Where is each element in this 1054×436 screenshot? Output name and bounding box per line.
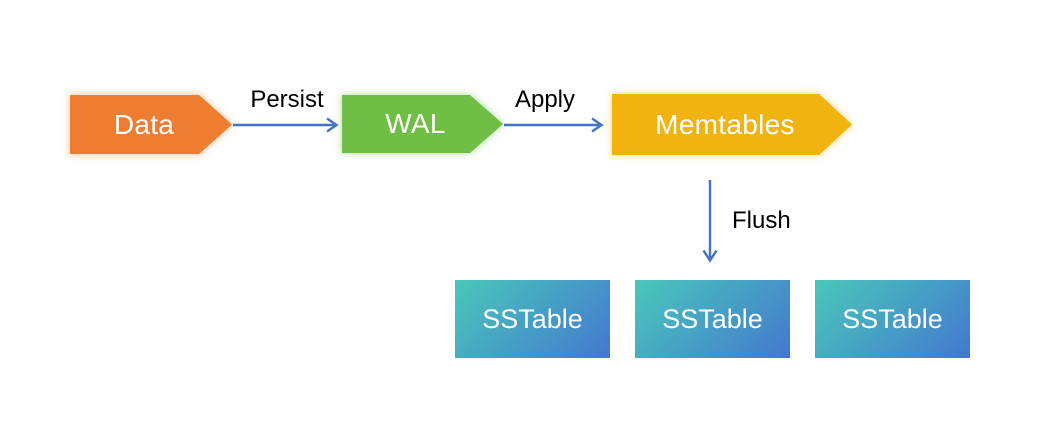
node-data-shape: Data xyxy=(70,95,232,154)
apply-arrow xyxy=(504,117,604,133)
sstable-box-2-label: SSTable xyxy=(662,303,763,334)
node-memtables-label: Memtables xyxy=(655,108,795,140)
node-wal-label: WAL xyxy=(385,108,446,139)
node-memtables: Memtables xyxy=(612,94,852,155)
sstable-box-1-label: SSTable xyxy=(482,303,583,334)
node-data: Data xyxy=(70,95,232,154)
edge-persist-label: Persist xyxy=(250,86,324,113)
sstable-box-3-label: SSTable xyxy=(842,303,943,334)
node-data-label: Data xyxy=(113,108,175,140)
node-memtables-shape: Memtables xyxy=(612,94,852,155)
sstable-box-2: SSTable xyxy=(635,280,790,358)
node-wal: WAL xyxy=(342,95,503,153)
flush-arrow xyxy=(702,180,718,263)
persist-arrow xyxy=(233,117,339,133)
sstable-box-3: SSTable xyxy=(815,280,970,358)
sstable-box-1: SSTable xyxy=(455,280,610,358)
node-wal-shape: WAL xyxy=(342,95,503,153)
edge-apply-label: Apply xyxy=(514,86,576,113)
edge-flush-label: Flush xyxy=(732,207,791,234)
